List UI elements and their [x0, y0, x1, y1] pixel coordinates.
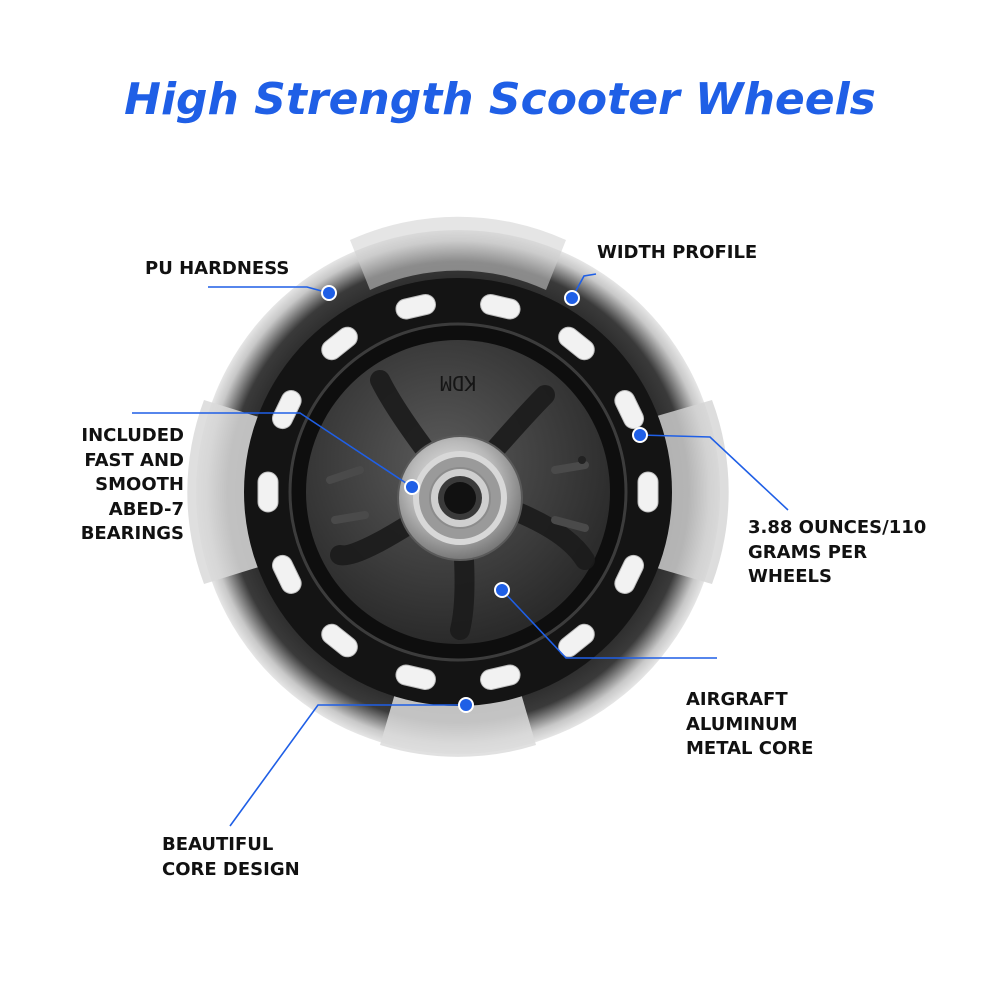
slot: [480, 664, 521, 690]
slot: [395, 294, 436, 320]
dot-pu-hardness: [321, 285, 337, 301]
slot: [321, 623, 358, 658]
slot: [480, 294, 521, 320]
slot: [614, 554, 645, 594]
dot-weight: [632, 427, 648, 443]
callout-design: BEAUTIFUL CORE DESIGN: [162, 834, 300, 880]
slot: [395, 664, 436, 690]
callout-lines: [132, 273, 789, 827]
callout-width-profile: WIDTH PROFILE: [597, 242, 758, 263]
slot: [558, 326, 595, 361]
slot-ring: [257, 294, 659, 690]
hub-marking: KDM: [440, 371, 476, 395]
bearing: [397, 435, 523, 561]
slot: [271, 390, 302, 430]
slot: [637, 471, 659, 513]
callout-pu-hardness: PU HARDNESS: [145, 258, 290, 279]
callout-dots: [321, 285, 648, 713]
slot: [257, 471, 279, 513]
dot-bearings: [404, 479, 420, 495]
dot-width-profile: [564, 290, 580, 306]
dot-design: [458, 697, 474, 713]
callout-weight: 3.88 OUNCES/110 GRAMS PER WHEELS: [748, 517, 927, 587]
page-title: High Strength Scooter Wheels: [124, 74, 876, 125]
callout-core: AIRGRAFT ALUMINUM METAL CORE: [686, 689, 814, 759]
slot: [271, 554, 302, 594]
slot: [321, 326, 358, 361]
dot-core: [494, 582, 510, 598]
callout-bearings: INCLUDED FAST AND SMOOTH ABED-7 BEARINGS: [80, 425, 184, 544]
